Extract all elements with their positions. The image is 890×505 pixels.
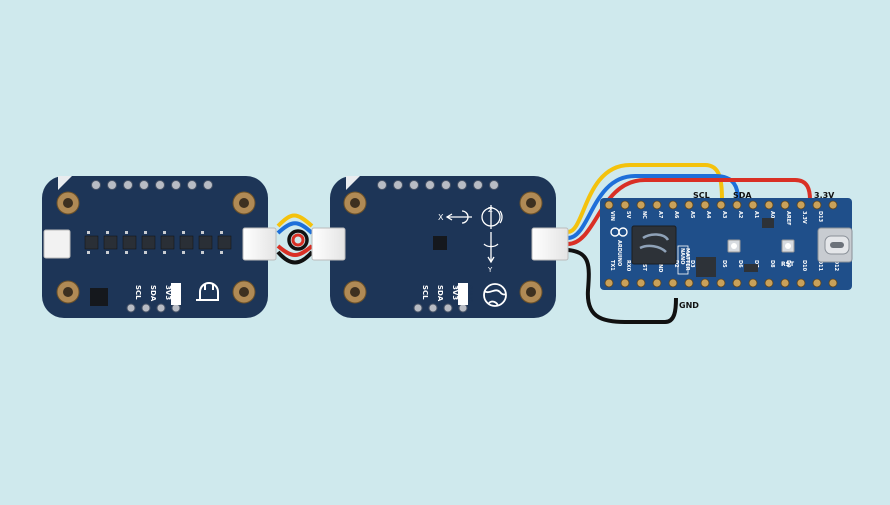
board2-scl-label: SCL bbox=[421, 285, 429, 300]
nano-bottom-pin-label-11: D9 bbox=[785, 260, 791, 268]
nano-top-pin-label-8: A2 bbox=[737, 211, 743, 219]
nano-bottom-pin-label-3: GND bbox=[657, 260, 663, 272]
nano-top-pin-label-13: D13 bbox=[817, 211, 823, 223]
nano-bottom-pin-label-12: D10 bbox=[801, 260, 807, 272]
nano-bottom-pin-label-1: RX0 bbox=[625, 260, 631, 272]
board2-gnd-label: GND bbox=[466, 285, 474, 303]
axis-z-icon: Z bbox=[481, 205, 503, 229]
nano-top-pin-label-6: A4 bbox=[705, 211, 711, 219]
qwiic-cable-1 bbox=[276, 213, 314, 265]
nano-top-pin-labels: VIN 5V NC A7 A6 A5 A4 A3 A2 A1 A0 AREF 3.3V D13 bbox=[609, 211, 823, 226]
nano-top-pin-label-2: NC bbox=[641, 211, 647, 219]
board1-3v3-label: 3V3 bbox=[164, 285, 172, 300]
globe-icon bbox=[483, 283, 507, 307]
nano-bottom-pin-label-8: D6 bbox=[737, 260, 743, 268]
svg-text:X: X bbox=[438, 213, 444, 222]
reset-label: RST bbox=[781, 261, 795, 268]
nano-brand-text: ARDUINO bbox=[616, 240, 622, 266]
qwiic-connector-left bbox=[43, 229, 71, 259]
nano-bottom-pin-label-7: D5 bbox=[721, 260, 727, 268]
gnd-wire-label: GND bbox=[679, 301, 699, 310]
nano-top-pin-label-12: 3.3V bbox=[801, 211, 807, 224]
nano-top-pin-label-10: A0 bbox=[769, 211, 775, 219]
v33-wire-label: 3.3V bbox=[814, 191, 835, 200]
nano-bottom-pin-label-2: RST bbox=[641, 260, 647, 271]
axis-x-icon: X bbox=[438, 210, 472, 224]
nano-top-pin-label-7: A3 bbox=[721, 211, 727, 219]
nano-bottom-pin-label-13: D11 bbox=[817, 260, 823, 272]
qwiic-connector-right bbox=[242, 227, 277, 261]
board1-sda-label: SDA bbox=[149, 285, 157, 302]
nano-top-pin-label-3: A7 bbox=[657, 211, 663, 219]
power-plug-icon bbox=[196, 282, 219, 301]
modulino-board-2: X Z Y SCL SDA 3V3 GND bbox=[311, 176, 569, 318]
axis-y-icon: Y bbox=[483, 232, 499, 274]
nano-bottom-pin-label-5: D3 bbox=[689, 260, 695, 268]
nano-model-line1: NANO bbox=[679, 248, 685, 265]
modulino-board-1: SCL SDA 3V3 GND bbox=[42, 176, 277, 318]
sda-wire-label: SDA bbox=[733, 191, 752, 200]
svg-text:Y: Y bbox=[487, 266, 493, 274]
board2-connector-right bbox=[531, 227, 569, 261]
nano-top-pin-label-4: A6 bbox=[673, 211, 679, 219]
nano-top-pin-label-1: 5V bbox=[625, 211, 631, 218]
nano-top-pin-label-5: A5 bbox=[689, 211, 695, 219]
arduino-logo-icon bbox=[610, 227, 628, 237]
board2-connector-left bbox=[311, 227, 346, 261]
nano-top-pin-label-11: AREF bbox=[785, 211, 791, 226]
board1-scl-label: SCL bbox=[134, 285, 142, 300]
board2-3v3-label: 3V3 bbox=[451, 285, 459, 300]
nano-top-pin-label-0: VIN bbox=[609, 211, 615, 221]
board2-sda-label: SDA bbox=[436, 285, 444, 302]
nano-bottom-pin-label-0: TX1 bbox=[609, 260, 615, 271]
nano-bottom-pin-label-4: D2 bbox=[673, 260, 679, 268]
nano-model-line2: MATTER bbox=[684, 248, 690, 271]
arduino-nano-matter: VIN 5V NC A7 A6 A5 A4 A3 A2 A1 A0 AREF 3.3V D13 TX1 RX… bbox=[600, 198, 853, 290]
nano-bottom-pin-label-14: D12 bbox=[833, 260, 839, 272]
nano-top-pin-label-9: A1 bbox=[753, 211, 759, 219]
svg-text:Z: Z bbox=[488, 206, 493, 214]
board1-gnd-label: GND bbox=[179, 285, 187, 303]
scl-wire-label: SCL bbox=[693, 191, 710, 200]
nano-bottom-pin-label-10: D8 bbox=[769, 260, 775, 268]
qwiic-cable-2 bbox=[567, 163, 812, 324]
